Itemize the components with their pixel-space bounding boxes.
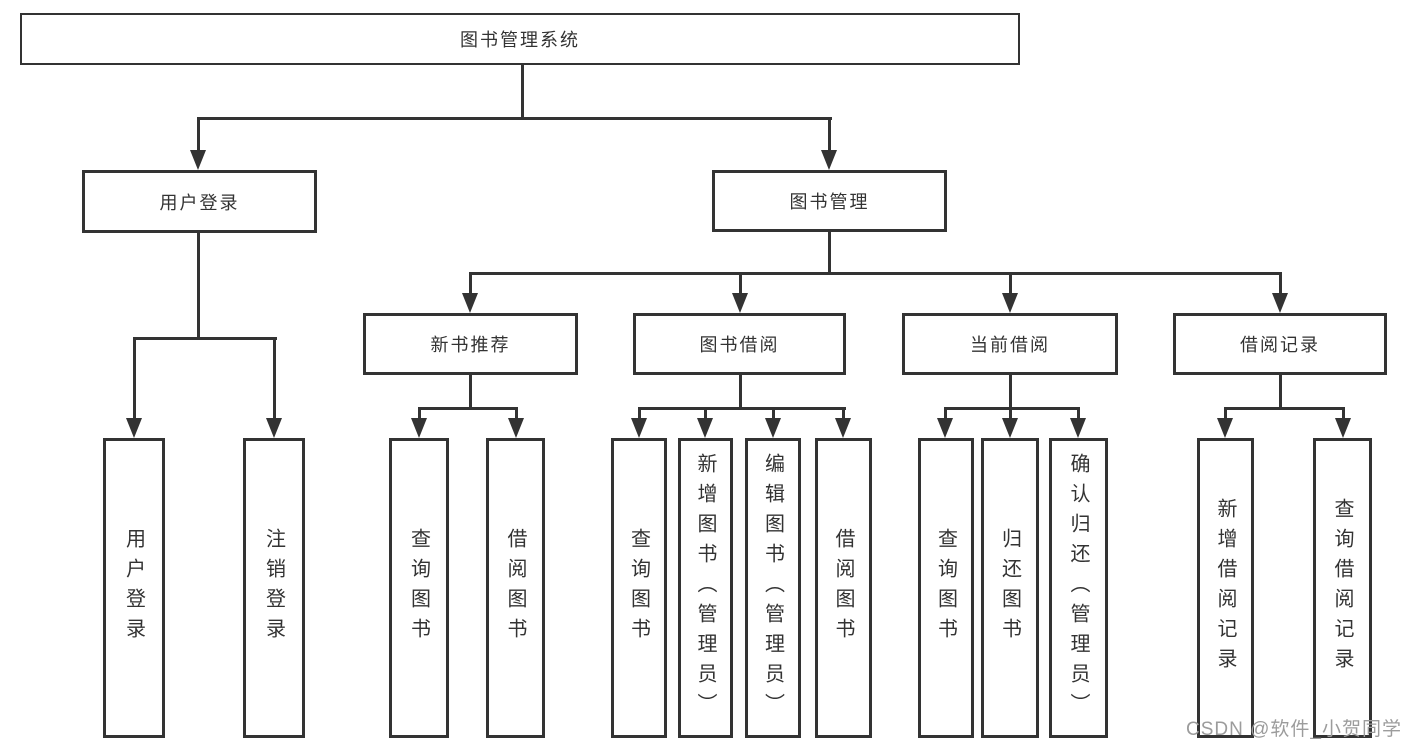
node-leaf-confirm-return-admin: 确认归还（管理员）	[1049, 438, 1108, 738]
leaf-label: 查询图书	[627, 528, 650, 648]
node-book-management-system: 图书管理系统	[20, 13, 1020, 65]
connector-arrowhead	[697, 418, 713, 438]
connector-line	[739, 375, 742, 407]
connector-arrowhead	[126, 418, 142, 438]
connector-arrowhead	[190, 150, 206, 170]
connector-line	[1342, 407, 1345, 419]
leaf-label: 查询图书	[934, 528, 957, 648]
connector-arrowhead	[1002, 293, 1018, 313]
connector-arrowhead	[631, 418, 647, 438]
node-leaf-logout: 注销登录	[243, 438, 305, 738]
connector-arrowhead	[411, 418, 427, 438]
node-leaf-query-books-current: 查询图书	[918, 438, 974, 738]
csdn-watermark: CSDN @软件_小贺同学	[1186, 719, 1402, 740]
leaf-label: 确认归还（管理员）	[1067, 453, 1089, 723]
connector-line	[828, 117, 831, 151]
leaf-label: 查询借阅记录	[1331, 498, 1353, 678]
connector-line	[197, 233, 200, 337]
connector-line	[133, 337, 277, 340]
leaf-label: 查询图书	[407, 528, 430, 648]
node-leaf-return-books: 归还图书	[981, 438, 1039, 738]
connector-arrowhead	[266, 418, 282, 438]
connector-arrowhead	[1070, 418, 1086, 438]
connector-arrowhead	[835, 418, 851, 438]
connector-line	[521, 65, 524, 117]
node-leaf-user-login: 用户登录	[103, 438, 165, 738]
connector-line	[1009, 375, 1012, 407]
node-leaf-query-borrow-record: 查询借阅记录	[1313, 438, 1372, 738]
connector-arrowhead	[732, 293, 748, 313]
node-new-book-recommendation: 新书推荐	[363, 313, 578, 375]
connector-line	[469, 272, 1282, 275]
connector-arrowhead	[508, 418, 524, 438]
node-leaf-query-books-borrowing: 查询图书	[611, 438, 667, 738]
connector-line	[273, 337, 276, 419]
connector-arrowhead	[1002, 418, 1018, 438]
connector-line	[1224, 407, 1227, 419]
connector-line	[1279, 272, 1282, 294]
leaf-label: 新增借阅记录	[1214, 498, 1236, 678]
connector-arrowhead	[1335, 418, 1351, 438]
connector-line	[1224, 407, 1345, 410]
connector-line	[197, 117, 832, 120]
connector-arrowhead	[765, 418, 781, 438]
connector-line	[1009, 272, 1012, 294]
leaf-label: 用户登录	[122, 528, 145, 648]
connector-arrowhead	[821, 150, 837, 170]
leaf-label: 编辑图书（管理员）	[761, 453, 784, 723]
leaf-label: 归还图书	[998, 528, 1021, 648]
node-book-borrowing: 图书借阅	[633, 313, 846, 375]
node-leaf-query-books-recommend: 查询图书	[389, 438, 449, 738]
connector-arrowhead	[1272, 293, 1288, 313]
connector-line	[1279, 375, 1282, 407]
node-current-borrowing: 当前借阅	[902, 313, 1118, 375]
connector-line	[638, 407, 846, 410]
connector-arrowhead	[1217, 418, 1233, 438]
connector-line	[944, 407, 1080, 410]
connector-line	[418, 407, 421, 419]
leaf-label: 新增图书（管理员）	[694, 453, 716, 723]
connector-line	[739, 272, 742, 294]
node-leaf-borrow-books-recommend: 借阅图书	[486, 438, 545, 738]
connector-line	[638, 407, 641, 419]
node-leaf-borrow-books-borrowing: 借阅图书	[815, 438, 872, 738]
leaf-label: 注销登录	[262, 528, 285, 648]
connector-line	[944, 407, 947, 419]
connector-line	[515, 407, 518, 419]
connector-line	[1009, 407, 1012, 419]
connector-line	[842, 407, 845, 419]
connector-line	[133, 337, 136, 419]
connector-arrowhead	[937, 418, 953, 438]
connector-line	[469, 272, 472, 294]
connector-line	[197, 117, 200, 151]
connector-line	[828, 232, 831, 272]
connector-line	[1077, 407, 1080, 419]
node-leaf-add-books-admin: 新增图书（管理员）	[678, 438, 733, 738]
connector-line	[772, 407, 775, 419]
leaf-label: 借阅图书	[504, 528, 526, 648]
connector-line	[469, 375, 472, 407]
node-leaf-edit-books-admin: 编辑图书（管理员）	[745, 438, 801, 738]
node-leaf-add-borrow-record: 新增借阅记录	[1197, 438, 1254, 738]
connector-arrowhead	[462, 293, 478, 313]
node-borrowing-records: 借阅记录	[1173, 313, 1387, 375]
connector-line	[418, 407, 518, 410]
leaf-label: 借阅图书	[832, 528, 854, 648]
connector-line	[704, 407, 707, 419]
node-user-login: 用户登录	[82, 170, 317, 233]
node-book-management: 图书管理	[712, 170, 947, 232]
